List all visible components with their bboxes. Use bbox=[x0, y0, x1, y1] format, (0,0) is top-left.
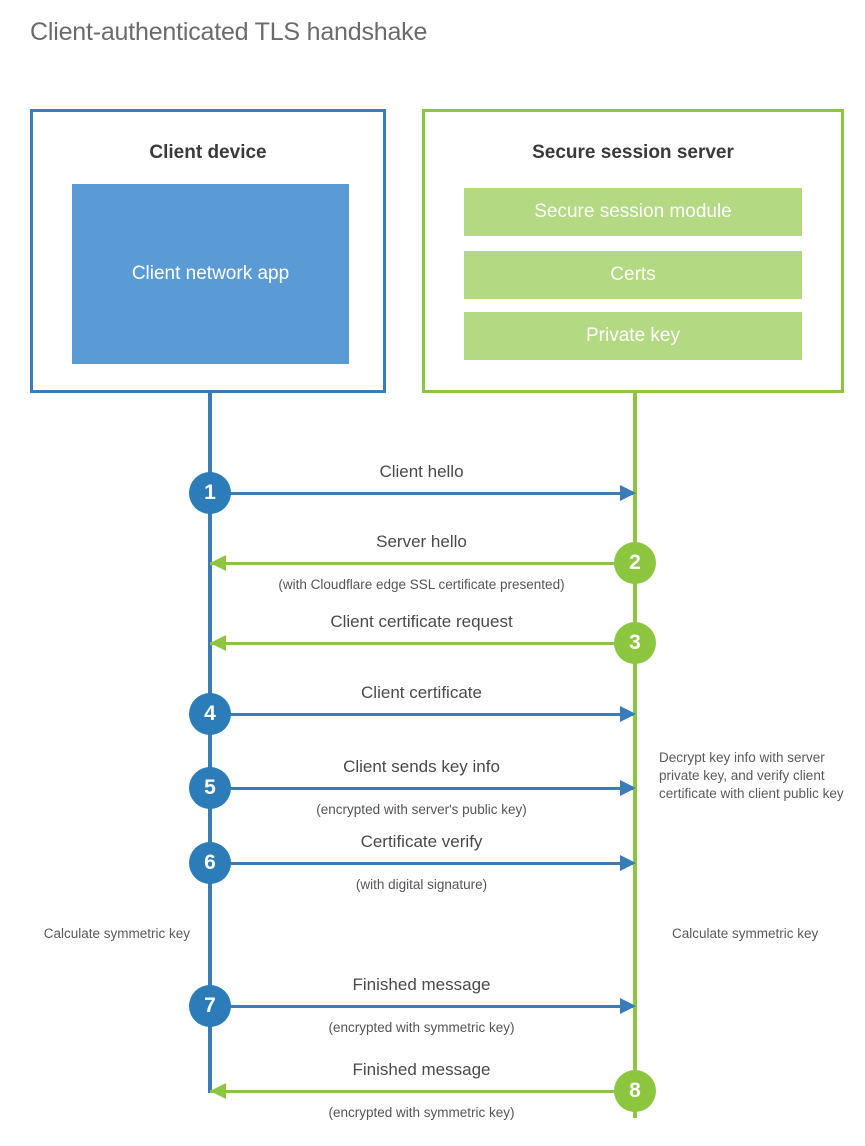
server-item-private-key: Private key bbox=[464, 312, 802, 360]
message-label: Client sends key info bbox=[343, 757, 500, 776]
server-item-secure-session-module: Secure session module bbox=[464, 188, 802, 236]
message-sublabel: (with digital signature) bbox=[355, 877, 488, 892]
message-label: Server hello bbox=[376, 532, 467, 551]
message-arrow-line bbox=[210, 1090, 633, 1093]
arrow-head-left-icon bbox=[210, 1083, 226, 1099]
secure-session-server-box: Secure session server Secure session mod… bbox=[422, 109, 844, 393]
client-network-app-block: Client network app bbox=[72, 184, 349, 364]
note-server-calculate-symmetric-key: Calculate symmetric key bbox=[672, 926, 819, 941]
step-circle-3: 3 bbox=[614, 622, 656, 664]
secure-session-server-title: Secure session server bbox=[532, 142, 734, 163]
arrow-head-right-icon bbox=[620, 780, 636, 796]
step-circle-4: 4 bbox=[189, 693, 231, 735]
note-server-decrypt: Decrypt key info with server private key… bbox=[659, 750, 844, 802]
note-client-calculate-symmetric-key: Calculate symmetric key bbox=[43, 926, 190, 941]
arrow-head-right-icon bbox=[620, 706, 636, 722]
step-circle-8: 8 bbox=[614, 1070, 656, 1112]
client-lifeline bbox=[208, 393, 212, 1093]
message-arrow-line bbox=[210, 713, 633, 716]
message-arrow-line bbox=[210, 787, 633, 790]
step-circle-1: 1 bbox=[189, 472, 231, 514]
client-device-title: Client device bbox=[149, 142, 267, 163]
arrow-head-left-icon bbox=[210, 555, 226, 571]
message-arrow-line bbox=[210, 642, 633, 645]
server-item-certs: Certs bbox=[464, 251, 802, 299]
message-arrow-line bbox=[210, 1005, 633, 1008]
arrow-head-left-icon bbox=[210, 635, 226, 651]
arrow-head-right-icon bbox=[620, 998, 636, 1014]
message-label: Finished message bbox=[352, 975, 491, 994]
message-sublabel: (encrypted with symmetric key) bbox=[328, 1105, 515, 1120]
page-title: Client-authenticated TLS handshake bbox=[30, 18, 428, 46]
step-circle-2: 2 bbox=[614, 542, 656, 584]
step-circle-7: 7 bbox=[189, 985, 231, 1027]
client-device-box: Client device Client network app bbox=[30, 109, 386, 393]
message-sublabel: (encrypted with symmetric key) bbox=[328, 1020, 515, 1035]
message-label: Client hello bbox=[379, 462, 464, 481]
message-label: Certificate verify bbox=[360, 832, 483, 851]
message-sublabel: (encrypted with server's public key) bbox=[316, 802, 527, 817]
arrow-head-right-icon bbox=[620, 485, 636, 501]
arrow-head-right-icon bbox=[620, 855, 636, 871]
message-arrow-line bbox=[210, 492, 633, 495]
server-lifeline bbox=[633, 393, 637, 1118]
step-circle-5: 5 bbox=[189, 767, 231, 809]
step-circle-6: 6 bbox=[189, 842, 231, 884]
message-arrow-line bbox=[210, 562, 633, 565]
message-arrow-line bbox=[210, 862, 633, 865]
message-label: Client certificate bbox=[361, 683, 482, 702]
message-label: Client certificate request bbox=[330, 612, 513, 631]
message-label: Finished message bbox=[352, 1060, 491, 1079]
message-sublabel: (with Cloudflare edge SSL certificate pr… bbox=[278, 577, 565, 592]
